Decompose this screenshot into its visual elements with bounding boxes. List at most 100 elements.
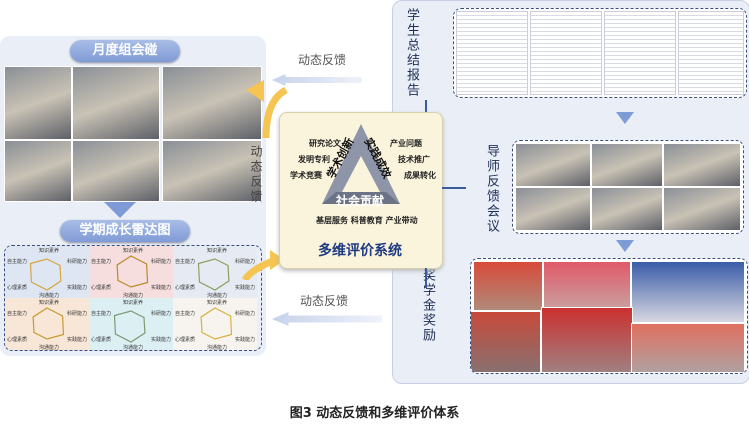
award-photos <box>470 258 748 374</box>
radar-axis-label: 实践能力 <box>151 337 172 343</box>
photo <box>591 187 663 231</box>
report-docs <box>453 8 747 98</box>
radar-axis-label: 知识素养 <box>123 300 144 306</box>
radar-axis-label: 科研能力 <box>67 259 88 265</box>
radar-axis-label: 知识素养 <box>123 248 144 254</box>
radar-axis-label: 自主能力 <box>175 259 196 265</box>
radar-chart: 知识素养科研能力实践能力沟通能力 心理素质 自主能力 <box>5 246 89 299</box>
meeting-photos-right <box>512 140 744 234</box>
document <box>530 11 602 95</box>
photo <box>4 140 72 202</box>
figure-caption: 图3 动态反馈和多维评价体系 <box>289 406 460 421</box>
radar-shape <box>113 310 146 343</box>
radar-chart: 知识素养科研能力实践能力沟通能力 心理素质 自主能力 <box>173 246 257 299</box>
left-item: 发明专利 <box>298 155 330 164</box>
photo <box>543 261 631 311</box>
radar-axis-label: 知识素养 <box>207 300 228 306</box>
document <box>456 11 528 95</box>
radar-axis-label: 科研能力 <box>67 311 88 317</box>
radar-axis-label: 自主能力 <box>91 259 112 265</box>
radar-axis-label: 心理素质 <box>7 285 28 291</box>
curved-arrow-icon <box>246 80 288 139</box>
radar-axis-label: 心理素质 <box>175 337 196 343</box>
left-arrow-icon <box>272 312 382 326</box>
photo <box>631 261 745 323</box>
left-item: 研究论文 <box>309 139 341 148</box>
system-title: 多维评价系统 <box>318 243 402 259</box>
feedback-label-middle: 动态反馈 <box>249 145 263 205</box>
radar-axis-label: 知识素养 <box>39 300 60 306</box>
document <box>604 11 676 95</box>
bottom-items: 基层服务 科普教育 产业带动 <box>316 216 418 225</box>
radar-axis-label: 自主能力 <box>7 259 28 265</box>
left-arrow-icon <box>272 74 362 86</box>
radar-shape <box>29 258 62 291</box>
radar-chart: 知识素养科研能力实践能力沟通能力心理素质自主能力 <box>89 246 173 299</box>
social-contribution-label: 社会贡献 <box>336 194 385 208</box>
radar-axis-label: 知识素养 <box>207 248 228 254</box>
radar-axis-label: 自主能力 <box>91 311 112 317</box>
photo <box>631 323 745 373</box>
photo <box>515 187 591 231</box>
right-item: 成果转化 <box>404 171 436 180</box>
radar-axis-label: 科研能力 <box>151 259 172 265</box>
radar-axis-label: 自主能力 <box>7 311 28 317</box>
photo <box>4 66 72 140</box>
radar-axis-label: 自主能力 <box>175 311 196 317</box>
photo <box>72 66 160 140</box>
right-item: 技术推广 <box>398 155 430 164</box>
radar-axis-label: 沟通能力 <box>207 345 228 351</box>
penrose-triangle-icon <box>322 124 400 204</box>
radar-axis-label: 心理素质 <box>175 285 196 291</box>
radar-axis-label: 沟通能力 <box>39 293 60 299</box>
photo <box>473 261 543 311</box>
report-label: 学生总结报告 <box>404 8 419 98</box>
photo <box>591 143 663 187</box>
radar-chart: 知识素养科研能力实践能力沟通能力 心理素质 自主能力 <box>173 298 257 350</box>
photo <box>471 311 541 373</box>
feedback-label-top: 动态反馈 <box>298 53 347 67</box>
radar-axis-label: 知识素养 <box>39 248 60 254</box>
radar-chart: 知识素养科研能力实践能力沟通能力 心理素质 自主能力 <box>89 298 173 350</box>
radar-shape <box>197 258 230 291</box>
radar-title: 学期成长雷达图 <box>60 220 190 242</box>
radar-axis-label: 沟通能力 <box>123 293 144 299</box>
left-item: 学术竞赛 <box>290 171 322 180</box>
feedback-label-bottom: 动态反馈 <box>300 294 349 308</box>
right-arrow-icon <box>442 187 466 189</box>
photo <box>72 140 160 202</box>
radar-axis-label: 沟通能力 <box>123 345 144 351</box>
photo <box>663 187 741 231</box>
radar-axis-label: 实践能力 <box>67 285 88 291</box>
radar-axis-label: 心理素质 <box>91 337 112 343</box>
radar-axis-label: 实践能力 <box>151 285 172 291</box>
radar-axis-label: 科研能力 <box>151 311 172 317</box>
monthly-meeting-title: 月度组会碰 <box>70 40 180 62</box>
down-line <box>425 268 427 288</box>
radar-axis-label: 沟通能力 <box>207 293 228 299</box>
radar-chart: 知识素养科研能力实践能力沟通能力心理素质自主能力 <box>5 298 89 350</box>
photo <box>663 143 741 187</box>
down-arrow-icon <box>104 202 136 218</box>
radar-axis-label: 沟通能力 <box>39 345 60 351</box>
radar-grid: 知识素养科研能力实践能力沟通能力心理素质自主能力知识素养科研能力实践能力沟通能力… <box>4 245 262 351</box>
down-arrow-icon <box>616 112 634 124</box>
radar-axis-label: 科研能力 <box>235 311 256 317</box>
photo <box>515 143 591 187</box>
down-arrow-icon <box>616 240 634 252</box>
photo <box>162 66 262 140</box>
right-item: 产业问题 <box>390 139 422 148</box>
radar-axis-label: 实践能力 <box>235 285 256 291</box>
photo <box>541 307 633 373</box>
radar-axis-label: 实践能力 <box>67 337 88 343</box>
radar-axis-label: 实践能力 <box>235 337 256 343</box>
radar-axis-label: 科研能力 <box>235 259 256 265</box>
photo <box>162 140 262 202</box>
radar-shape <box>116 255 149 288</box>
radar-shape <box>32 307 65 340</box>
award-label: 奖学金奖励 <box>420 268 435 343</box>
curved-arrow-icon <box>241 250 285 280</box>
document <box>678 11 744 95</box>
meeting-label: 导师反馈会议 <box>484 144 499 234</box>
radar-shape <box>200 307 233 340</box>
